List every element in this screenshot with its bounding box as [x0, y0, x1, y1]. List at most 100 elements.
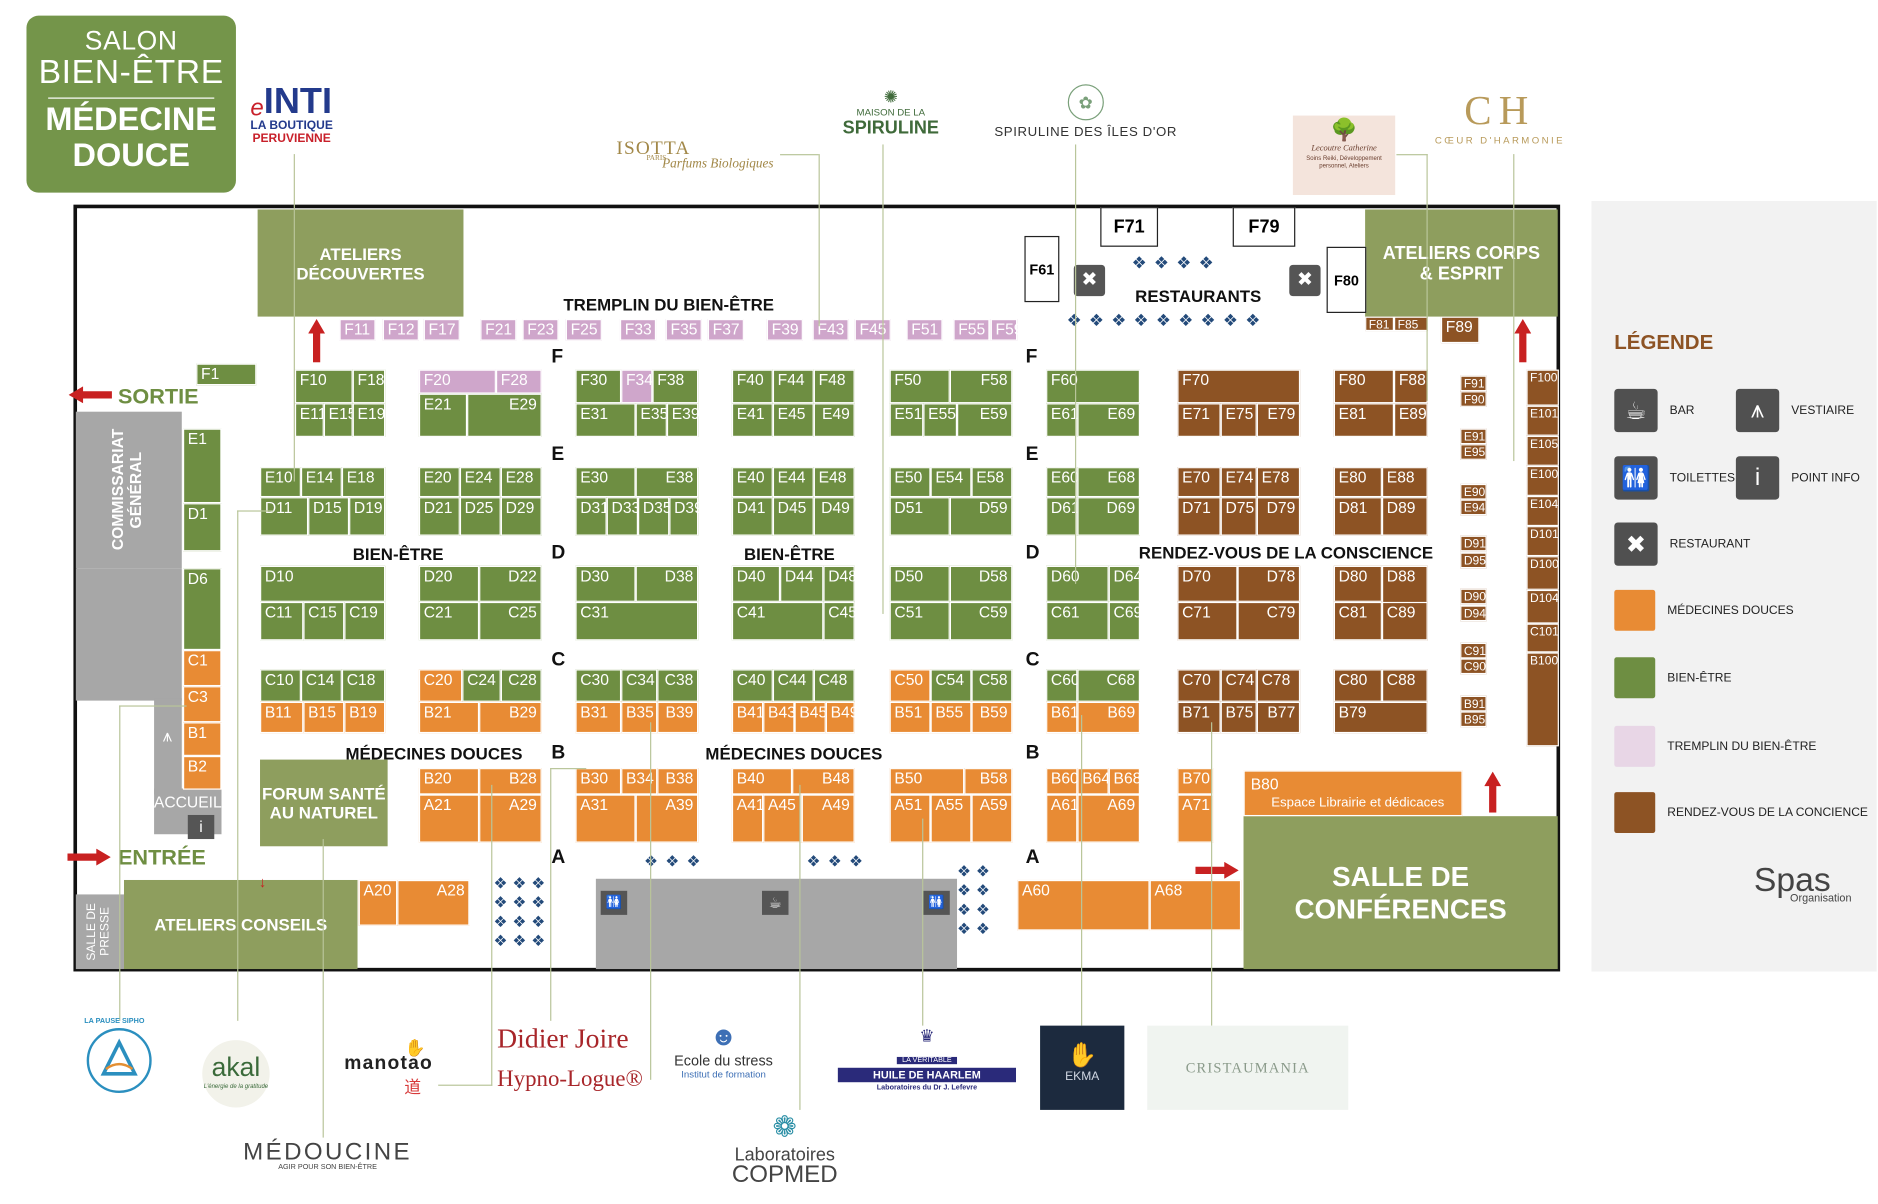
stand-b31[interactable]: B31	[575, 701, 622, 734]
stand-a29[interactable]: A29	[479, 794, 542, 843]
stand-d94[interactable]: D94	[1460, 605, 1487, 622]
stand-e28[interactable]: E28	[500, 467, 542, 498]
stand-a45[interactable]: A45	[763, 794, 802, 843]
stand-f37[interactable]: F37	[707, 319, 744, 341]
stand-f23[interactable]: F23	[522, 319, 559, 341]
stand-f34[interactable]: F34	[621, 369, 653, 404]
stand-a69[interactable]: A69	[1077, 794, 1140, 843]
stand-f51[interactable]: F51	[906, 319, 943, 341]
stand-b59[interactable]: B59	[971, 701, 1013, 734]
stand-f70[interactable]: F70	[1177, 369, 1301, 404]
stand-b11[interactable]: B11	[260, 701, 304, 734]
restaurant-box-f79[interactable]: F79	[1232, 207, 1296, 247]
stand-e39[interactable]: E39	[666, 403, 700, 437]
stand-d11[interactable]: D11	[260, 497, 309, 536]
restaurant-box-f71[interactable]: F71	[1100, 207, 1159, 247]
stand-e20[interactable]: E20	[418, 467, 460, 498]
stand-d21[interactable]: D21	[418, 497, 460, 536]
stand-e58[interactable]: E58	[971, 467, 1013, 498]
stand-e30[interactable]: E30	[575, 467, 636, 498]
stand-e38[interactable]: E38	[635, 467, 699, 498]
stand-f10[interactable]: F10	[294, 369, 353, 404]
stand-b55[interactable]: B55	[930, 701, 972, 734]
stand-b68[interactable]: B68	[1108, 768, 1141, 795]
stand-b61[interactable]: B61	[1046, 701, 1079, 734]
stand-e94[interactable]: E94	[1460, 499, 1487, 516]
stand-e79[interactable]: E79	[1256, 403, 1301, 437]
stand-c69[interactable]: C69	[1108, 601, 1142, 641]
stand-d45[interactable]: D45	[772, 497, 814, 536]
stand-f44[interactable]: F44	[772, 369, 814, 404]
stand-b43[interactable]: B43	[763, 701, 796, 734]
stand-d104[interactable]: D104	[1526, 589, 1559, 624]
stand-e54[interactable]: E54	[930, 467, 972, 498]
stand-b77[interactable]: B77	[1256, 701, 1301, 734]
stand-e60[interactable]: E60	[1046, 467, 1079, 498]
stand-e95[interactable]: E95	[1460, 444, 1487, 460]
stand-c90[interactable]: C90	[1460, 658, 1487, 675]
stand-e69[interactable]: E69	[1077, 403, 1140, 437]
stand-e41[interactable]: E41	[731, 403, 773, 437]
stand-d25[interactable]: D25	[459, 497, 501, 536]
stand-d80[interactable]: D80	[1333, 565, 1382, 602]
stand-f38[interactable]: F38	[652, 369, 699, 404]
stand-e24[interactable]: E24	[459, 467, 501, 498]
stand-b41[interactable]: B41	[731, 701, 765, 734]
stand-b35[interactable]: B35	[621, 701, 658, 734]
stand-d78[interactable]: D78	[1237, 565, 1301, 602]
stand-e90[interactable]: E90	[1460, 483, 1487, 500]
stand-c89[interactable]: C89	[1381, 601, 1428, 641]
stand-e14[interactable]: E14	[300, 467, 342, 498]
stand-c59[interactable]: C59	[949, 601, 1013, 641]
stand-f11[interactable]: F11	[339, 319, 376, 341]
stand-e104[interactable]: E104	[1526, 495, 1559, 527]
stand-b80[interactable]: B80 Espace Librairie et dédicaces	[1243, 770, 1463, 817]
stand-d15[interactable]: D15	[308, 497, 350, 536]
stand-f33[interactable]: F33	[619, 319, 657, 341]
stand-d50[interactable]: D50	[889, 565, 950, 602]
stand-f50[interactable]: F50	[889, 369, 950, 404]
stand-d95[interactable]: D95	[1460, 552, 1487, 569]
stand-e45[interactable]: E45	[772, 403, 814, 437]
stand-e19[interactable]: E19	[352, 403, 385, 437]
stand-e18[interactable]: E18	[341, 467, 386, 498]
stand-c41[interactable]: C41	[731, 601, 824, 641]
stand-d58[interactable]: D58	[949, 565, 1013, 602]
stand-b69[interactable]: B69	[1077, 701, 1140, 734]
stand-f81[interactable]: F81	[1365, 316, 1395, 332]
stand-d40[interactable]: D40	[731, 565, 781, 602]
stand-c3[interactable]: C3	[182, 686, 222, 723]
stand-f12[interactable]: F12	[382, 319, 419, 341]
stand-c80[interactable]: C80	[1333, 669, 1382, 702]
stand-e10[interactable]: E10	[260, 467, 301, 498]
stand-b70[interactable]: B70	[1177, 768, 1214, 795]
stand-b58[interactable]: B58	[964, 768, 1013, 795]
stand-e68[interactable]: E68	[1077, 467, 1140, 498]
stand-e11[interactable]: E11	[294, 403, 326, 437]
stand-b30[interactable]: B30	[575, 768, 622, 795]
stand-b75[interactable]: B75	[1220, 701, 1257, 734]
stand-b45[interactable]: B45	[794, 701, 827, 734]
stand-c15[interactable]: C15	[303, 601, 345, 641]
stand-d64[interactable]: D64	[1108, 565, 1142, 602]
stand-b39[interactable]: B39	[657, 701, 699, 734]
stand-e88[interactable]: E88	[1381, 467, 1428, 498]
stand-e91[interactable]: E91	[1460, 428, 1487, 445]
stand-e61[interactable]: E61	[1046, 403, 1079, 437]
stand-b40[interactable]: B40	[731, 768, 793, 795]
stand-e59[interactable]: E59	[957, 403, 1013, 437]
stand-e1[interactable]: E1	[182, 428, 222, 504]
stand-b48[interactable]: B48	[792, 768, 855, 795]
stand-d6[interactable]: D6	[182, 568, 222, 651]
stand-c34[interactable]: C34	[621, 669, 658, 702]
stand-a68[interactable]: A68	[1149, 879, 1242, 931]
stand-b34[interactable]: B34	[621, 768, 658, 795]
stand-b28[interactable]: B28	[479, 768, 542, 795]
stand-a60[interactable]: A60	[1017, 879, 1150, 931]
stand-b51[interactable]: B51	[889, 701, 931, 734]
stand-e100[interactable]: E100	[1526, 465, 1559, 496]
stand-c11[interactable]: C11	[260, 601, 304, 641]
stand-c45[interactable]: C45	[823, 601, 857, 641]
stand-b1[interactable]: B1	[182, 722, 222, 756]
stand-d30[interactable]: D30	[575, 565, 636, 602]
